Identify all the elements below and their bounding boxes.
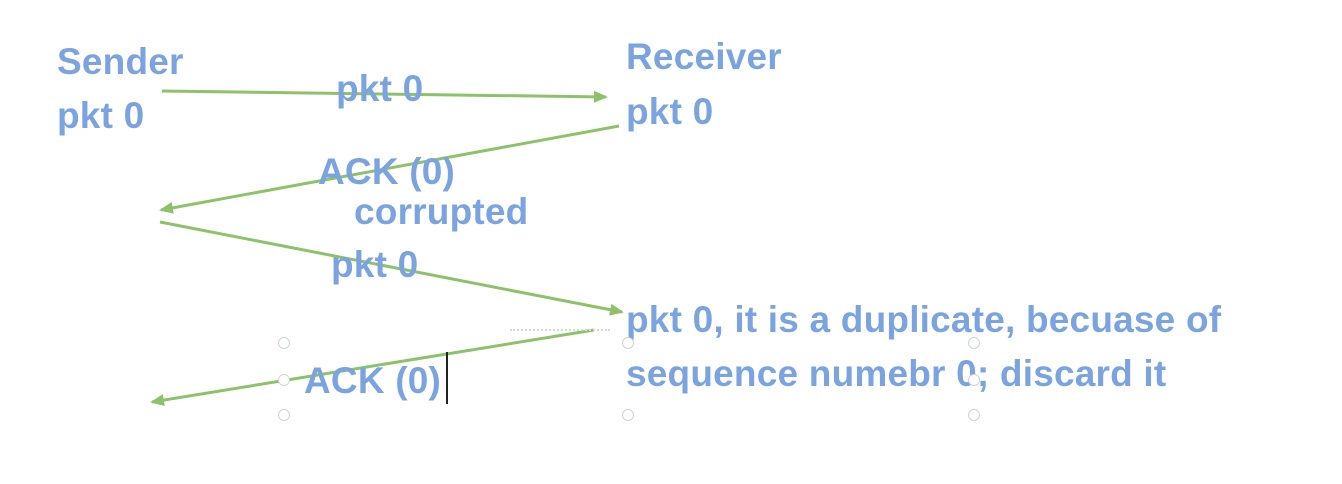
selection-handle[interactable] [278,337,290,349]
receiver-packet-label: pkt 0 [626,91,714,132]
selection-handle[interactable] [968,337,980,349]
message-label-pkt0: pkt 0 [336,68,424,109]
arrow-pkt0-first [161,89,608,103]
text-cursor [446,352,448,404]
selection-handle[interactable] [622,337,634,349]
arrow-ack0-second [150,328,595,406]
message-label-pkt0-retransmit: pkt 0 [331,244,419,285]
corrupted-label: corrupted [354,191,529,232]
receiver-duplicate-note: pkt 0, it is a duplicate, becuase of seq… [626,299,1222,394]
selection-guide-line [510,329,610,331]
arrow-pkt0-second [159,220,624,316]
selection-handle[interactable] [968,374,980,386]
selection-handle[interactable] [278,374,290,386]
message-label-ack0: ACK (0) [318,151,456,192]
sender-title: Sender [57,41,184,82]
selection-handle[interactable] [622,409,634,421]
sender-packet-label: pkt 0 [57,95,145,136]
selection-handle[interactable] [968,409,980,421]
arrow-ack0-first [159,124,620,214]
selection-handle[interactable] [278,409,290,421]
message-label-ack0-duplicate: ACK (0) [304,360,442,401]
receiver-title: Receiver [626,36,782,77]
